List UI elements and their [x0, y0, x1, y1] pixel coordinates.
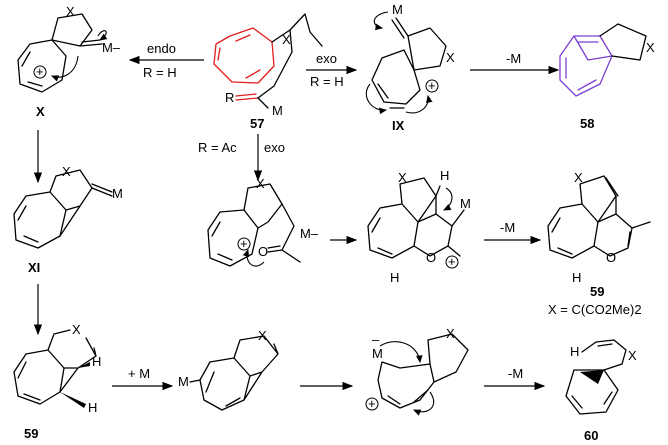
r-atom: R	[225, 90, 234, 105]
intermediate-m-adduct: M X	[178, 328, 279, 411]
label-XI: XI	[28, 260, 40, 275]
m-atom: M	[272, 103, 283, 118]
label-minus-m-3: -M	[508, 366, 523, 381]
o-atom: O	[426, 250, 436, 265]
m-atom: M	[372, 346, 383, 361]
product-59-b: X H H 59	[13, 322, 101, 441]
intermediate-cation: – M X +	[365, 326, 469, 416]
label-minus-m-1: -M	[506, 51, 521, 66]
label-minus-m-2: -M	[500, 220, 515, 235]
minus-charge: –	[372, 332, 380, 347]
plus-charge: +	[428, 78, 436, 93]
x-atom: X	[628, 348, 637, 363]
intermediate-acetyl: + X M– O	[207, 176, 319, 267]
label-60: 60	[584, 428, 598, 443]
label-r-ac: R = Ac	[198, 140, 237, 155]
o-atom: O	[606, 250, 616, 265]
h-atom: H	[92, 354, 101, 369]
plus-charge: +	[448, 254, 456, 269]
intermediate-X: + X M– X	[17, 4, 121, 119]
x-atom: X	[446, 50, 455, 65]
intermediate-IX: M X + IX	[365, 2, 455, 133]
label-exo-1: exo	[316, 51, 337, 66]
x-atom: X	[258, 328, 267, 343]
label-58: 58	[580, 116, 594, 131]
x-atom: X	[66, 4, 75, 19]
product-59-a: X O H 59 X = C(CO2Me)2	[547, 170, 651, 317]
label-endo: endo	[147, 41, 176, 56]
h-atom: H	[440, 168, 449, 183]
x-atom: X	[72, 322, 81, 337]
plus-charge: +	[36, 64, 44, 79]
label-r-h-1: R = H	[143, 65, 177, 80]
plus-charge: +	[368, 396, 376, 411]
h-atom: H	[390, 270, 399, 285]
label-59-a: 59	[590, 284, 604, 299]
m-minus-atom: M–	[300, 226, 319, 241]
label-IX: IX	[392, 118, 405, 133]
x-atom: X	[62, 164, 71, 179]
x-atom: X	[398, 170, 407, 185]
label-59-b: 59	[24, 426, 38, 441]
x-atom: X	[282, 32, 291, 47]
label-exo-2: exo	[264, 140, 285, 155]
x-atom: X	[574, 170, 583, 185]
m-minus-atom: M–	[102, 40, 121, 55]
m-atom: M	[392, 2, 403, 17]
m-atom: M	[178, 374, 189, 389]
x-atom: X	[256, 176, 265, 191]
h-atom: H	[88, 400, 97, 415]
x-atom: X	[646, 40, 655, 55]
o-atom: O	[258, 244, 268, 259]
label-X: X	[36, 104, 45, 119]
plus-charge: +	[240, 236, 248, 251]
intermediate-pyran: X H M O + H	[367, 168, 471, 285]
m-atom: M	[460, 196, 471, 211]
label-57: 57	[250, 116, 264, 131]
h-atom: H	[570, 344, 579, 359]
product-58: X 58	[559, 23, 655, 131]
m-atom: M	[112, 186, 123, 201]
compound-57: X R M 57	[213, 13, 323, 131]
footnote-x: X = C(CO2Me)2	[548, 302, 642, 317]
intermediate-XI: X M XI	[13, 164, 123, 275]
h-atom: H	[572, 270, 581, 285]
x-atom: X	[446, 326, 455, 341]
product-60: H X 60	[565, 339, 637, 443]
label-r-h-2: R = H	[310, 74, 344, 89]
label-plus-m: + M	[128, 366, 150, 381]
